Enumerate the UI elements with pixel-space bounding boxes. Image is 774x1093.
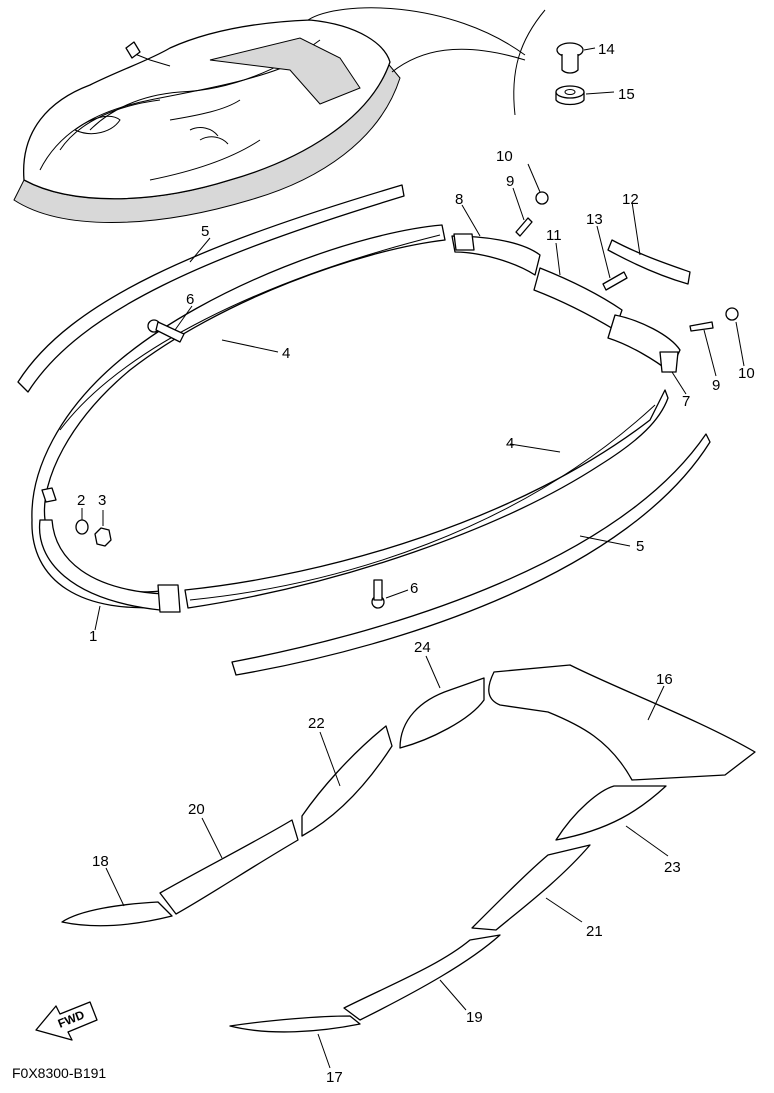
callout-18: 18 xyxy=(92,853,109,870)
callout-10-upper: 10 xyxy=(496,148,513,165)
callout-21: 21 xyxy=(586,923,603,940)
callout-8: 8 xyxy=(455,191,463,208)
forward-arrow-icon: FWD xyxy=(35,1001,98,1041)
front-bracket-8 xyxy=(451,233,541,276)
mat-21 xyxy=(471,844,591,931)
screw-10-right xyxy=(725,307,739,321)
gunwale-strip-5-upper xyxy=(17,184,405,393)
mat-23 xyxy=(555,785,667,841)
gunwale-strip-5-lower xyxy=(231,433,711,676)
rivet-9-right xyxy=(689,321,714,332)
mat-17 xyxy=(229,1015,361,1033)
clip-13 xyxy=(602,271,628,291)
callout-7: 7 xyxy=(682,393,690,410)
screw-6-lower xyxy=(371,579,385,609)
mat-24 xyxy=(399,677,485,749)
callout-labels: 1 2 3 4 4 5 5 6 6 7 8 9 9 10 10 11 12 13… xyxy=(77,41,755,1086)
callout-13: 13 xyxy=(586,211,603,228)
mat-22 xyxy=(301,725,393,837)
callout-12: 12 xyxy=(622,191,639,208)
screw-10-upper xyxy=(535,191,549,205)
rivet-9-upper xyxy=(515,217,533,237)
callout-4-upper: 4 xyxy=(282,345,290,362)
callout-14: 14 xyxy=(598,41,615,58)
callout-4-lower: 4 xyxy=(506,435,514,452)
rear-corner-bumper-1 xyxy=(38,487,181,613)
nut-15 xyxy=(555,85,585,106)
callout-22: 22 xyxy=(308,715,325,732)
mat-16 xyxy=(488,664,756,781)
callout-10-right: 10 xyxy=(738,365,755,382)
callout-5-upper: 5 xyxy=(201,223,209,240)
mat-20 xyxy=(159,819,299,915)
callout-2: 2 xyxy=(77,492,85,509)
callout-19: 19 xyxy=(466,1009,483,1026)
bumper-7 xyxy=(607,314,681,373)
callout-20: 20 xyxy=(188,801,205,818)
callout-17: 17 xyxy=(326,1069,343,1086)
callout-6-upper: 6 xyxy=(186,291,194,308)
drawing-code: F0X8300-B191 xyxy=(12,1065,106,1081)
callout-23: 23 xyxy=(664,859,681,876)
watercraft-illustration xyxy=(13,19,401,223)
leader-lines xyxy=(81,47,745,1069)
callout-9-upper: 9 xyxy=(506,173,514,190)
collar-14 xyxy=(556,42,584,74)
center-rail-11 xyxy=(533,267,623,331)
callout-5-lower: 5 xyxy=(636,538,644,555)
callout-15: 15 xyxy=(618,86,635,103)
callout-6-lower: 6 xyxy=(410,580,418,597)
washer-2 xyxy=(75,519,89,535)
mat-19 xyxy=(343,934,501,1021)
callout-11: 11 xyxy=(546,227,562,244)
callout-16: 16 xyxy=(656,671,673,688)
callout-1: 1 xyxy=(89,628,97,645)
callout-9-right: 9 xyxy=(712,377,720,394)
nut-3 xyxy=(94,527,112,547)
mat-18 xyxy=(61,901,173,927)
callout-3: 3 xyxy=(98,492,106,509)
callout-24: 24 xyxy=(414,639,431,656)
screw-6-upper xyxy=(147,319,185,343)
